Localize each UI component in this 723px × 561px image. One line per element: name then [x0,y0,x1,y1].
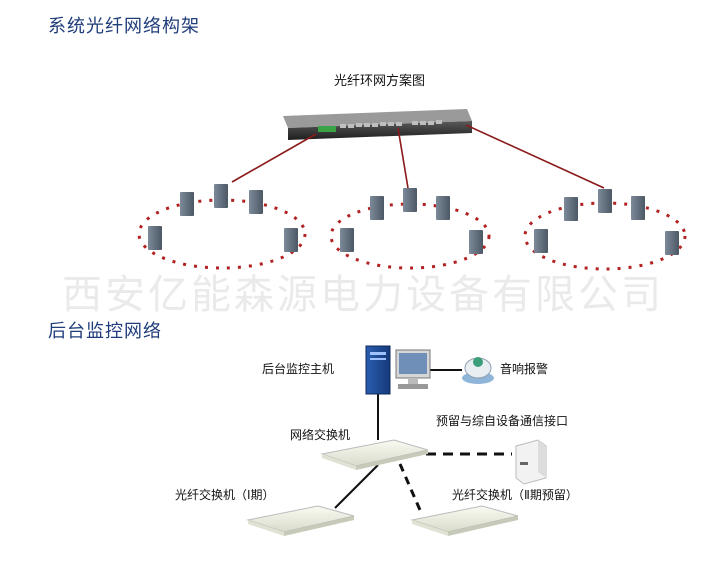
uplink-left [231,133,317,183]
switch-to-phase2-link [398,463,422,511]
fiber-ring-title: 光纤环网方案图 [334,74,426,89]
reserved-device [515,439,547,485]
alarm-label: 音响报警 [500,362,549,376]
ring-middle [329,202,491,270]
uplink-right [465,124,605,189]
fiber-uplinks [231,124,605,189]
ring-left-nodes [148,184,298,252]
ring-right-nodes [534,189,679,255]
fiber-switch-phase1-device [246,505,355,536]
network-switch-label: 网络交换机 [290,428,351,442]
uplink-middle [397,127,409,189]
monitoring-links [334,369,512,511]
ring-nodes [148,184,679,255]
ring-middle-nodes [340,188,483,254]
fiber-switch-phase1-label: 光纤交换机（Ⅰ期） [175,488,275,502]
fiber-switch-phase2-device [410,505,519,536]
company-watermark: 西安亿能森源电力设备有限公司 [62,272,664,318]
architecture-heading: 系统光纤网络构架 [48,16,200,37]
host-label: 后台监控主机 [262,362,335,376]
switch-to-phase1-link [334,464,379,509]
monitoring-host [365,345,431,395]
fiber-switch-phase2-label: 光纤交换机（Ⅱ期预留） [452,488,578,502]
reserved-interface-label: 预留与综自设备通信接口 [436,414,569,428]
monitoring-heading: 后台监控网络 [48,321,162,342]
alarm-speaker [462,357,494,384]
core-fiber-switch [283,109,472,140]
network-switch-device [320,439,429,470]
ring-left [137,198,307,270]
